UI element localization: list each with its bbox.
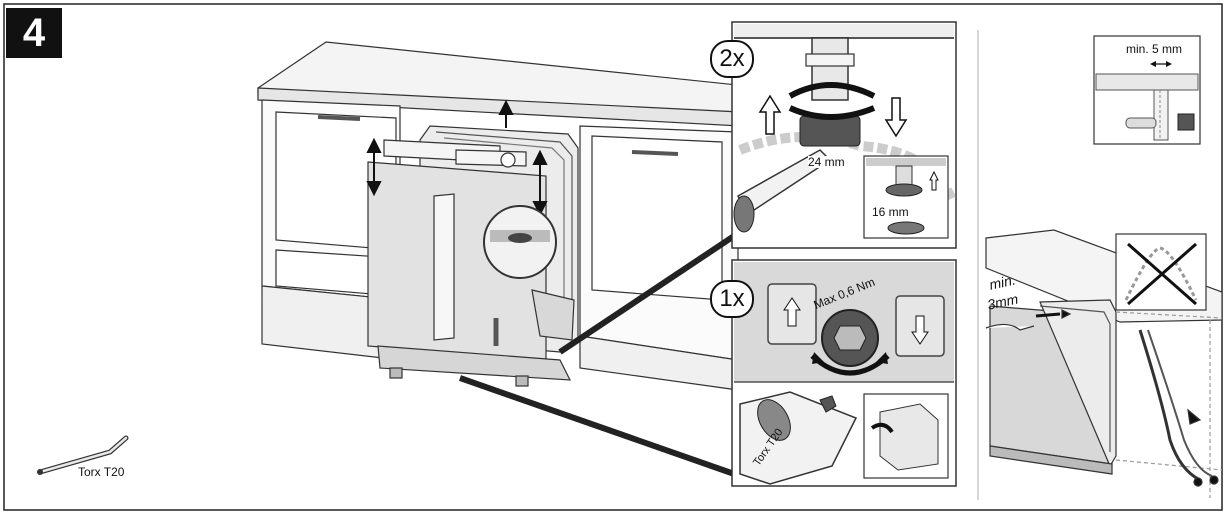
dishwasher-main bbox=[366, 99, 579, 387]
feet-multiplier-badge: 2x bbox=[710, 40, 754, 78]
detail-gap-panel bbox=[1093, 35, 1201, 145]
kitchen-cabinets bbox=[257, 41, 768, 391]
min-gap-label: min. 5 mm bbox=[1126, 42, 1183, 56]
rear-adjust-multiplier-badge: 1x bbox=[710, 280, 754, 318]
tool-label: Torx T20 bbox=[78, 465, 125, 479]
installed-dishwasher-scene bbox=[985, 229, 1223, 498]
step-number-badge: 4 bbox=[6, 8, 62, 58]
torx-wrench-icon bbox=[37, 435, 129, 475]
inset-wrench-size-label: 16 mm bbox=[872, 205, 909, 219]
detail-rear-adjust-panel bbox=[731, 259, 957, 487]
wrench-size-label: 24 mm bbox=[808, 155, 845, 169]
leader-lines bbox=[459, 229, 742, 479]
detail-feet-panel bbox=[731, 21, 957, 249]
